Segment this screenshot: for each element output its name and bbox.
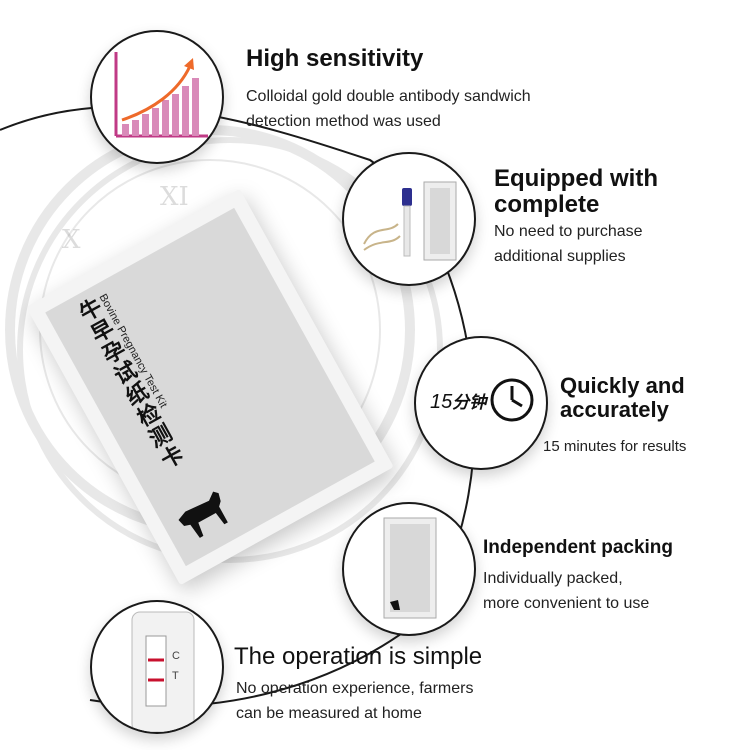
feature-desc-complete: No need to purchase additional supplies	[494, 219, 643, 269]
sensitivity-chart-circle	[90, 30, 224, 164]
test-cassette-icon	[131, 611, 195, 732]
desc-line: No need to purchase	[494, 223, 643, 240]
timer-circle: 15分钟	[414, 336, 548, 470]
timer-badge: 15分钟	[430, 388, 486, 414]
title-line: Equipped with	[494, 165, 658, 192]
feature-title-packing: Independent packing	[483, 537, 674, 558]
feature-title-sensitivity: High sensitivity	[246, 45, 424, 72]
svg-text:X: X	[62, 225, 81, 255]
test-kit-pack: 牛早孕试纸检测卡 Bovine Pregnancy Test Kit	[26, 188, 394, 586]
timer-unit: 分钟	[452, 393, 487, 413]
title-line: complete	[494, 191, 600, 219]
desc-line: detection method was used	[246, 113, 441, 130]
feature-desc-quick: 15 minutes for results	[543, 438, 687, 455]
feature-title-simple: The operation is simple	[234, 643, 483, 670]
feature-title-complete: Equipped with complete	[494, 165, 658, 219]
desc-line: Colloidal gold double antibody sandwich	[246, 88, 531, 105]
desc-line: No operation experience, farmers	[236, 680, 474, 697]
title-line: Quickly and	[560, 373, 685, 398]
feature-desc-sensitivity: Colloidal gold double antibody sandwich …	[246, 84, 531, 134]
feature-title-quick: Quickly and accurately	[560, 373, 685, 423]
single-pack-icon	[383, 517, 437, 619]
test-mark: T	[172, 670, 179, 682]
desc-line: more convenient to use	[483, 595, 650, 612]
control-mark: C	[172, 650, 180, 662]
desc-line: additional supplies	[494, 248, 626, 265]
title-line: accurately	[560, 397, 669, 423]
individual-pack-circle	[342, 502, 476, 636]
svg-text:XI: XI	[160, 182, 189, 212]
rising-chart-icon	[114, 52, 208, 138]
kit-contents-icon	[363, 181, 457, 261]
cassette-circle: C T	[90, 600, 224, 734]
kit-contents-circle	[342, 152, 476, 286]
desc-line: Individually packed,	[483, 570, 623, 587]
timer-icon	[490, 378, 534, 422]
timer-number: 15	[430, 391, 453, 413]
cow-silhouette-icon	[178, 491, 228, 538]
feature-desc-simple: No operation experience, farmers can be …	[236, 676, 473, 726]
desc-line: can be measured at home	[236, 705, 422, 722]
feature-desc-packing: Individually packed, more convenient to …	[483, 566, 649, 616]
